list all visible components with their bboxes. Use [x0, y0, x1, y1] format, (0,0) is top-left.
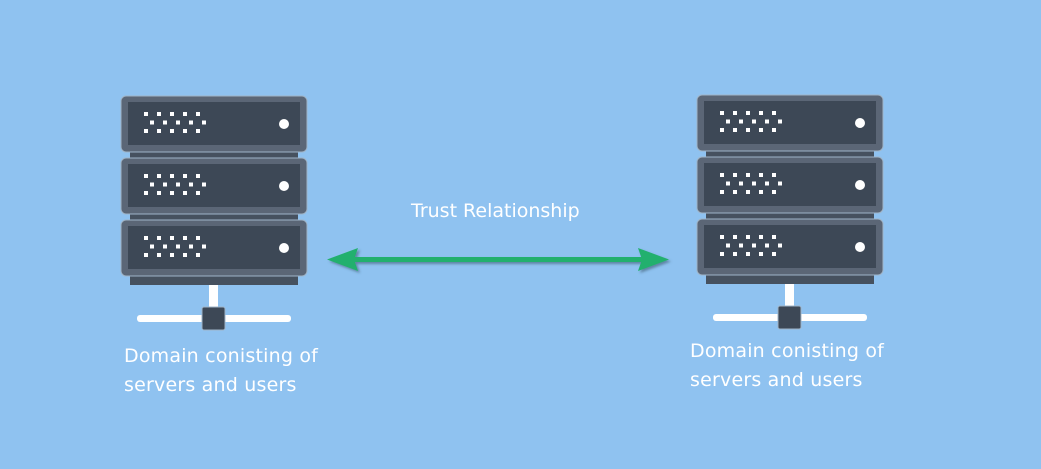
server-vent-dots	[720, 173, 782, 194]
server-vent-dots	[720, 111, 782, 132]
trust-relationship-label: Trust Relationship	[411, 200, 580, 222]
server-vent-dots	[144, 236, 206, 257]
server-stack-right-icon	[696, 94, 884, 330]
server-vent-dots	[720, 235, 782, 256]
right-caption-line1: Domain conisting of	[690, 340, 885, 362]
server-led-icon	[279, 243, 289, 253]
server-led-icon	[279, 181, 289, 191]
server-led-icon	[855, 180, 865, 190]
left-caption-line1: Domain conisting of	[124, 345, 319, 367]
network-switch-icon	[201, 306, 226, 331]
right-caption-line2: servers and users	[690, 369, 863, 391]
server-vent-dots	[144, 174, 206, 195]
network-cable	[209, 285, 218, 309]
network-cable	[785, 284, 794, 308]
server-led-icon	[279, 119, 289, 129]
bidirectional-arrow-icon	[327, 248, 669, 271]
left-domain-caption: Domain conisting of servers and users	[124, 342, 318, 400]
server-stack-left-icon	[120, 95, 308, 331]
server-vent-dots	[144, 112, 206, 133]
network-switch-icon	[777, 305, 802, 330]
right-domain-caption: Domain conisting of servers and users	[690, 337, 884, 395]
left-caption-line2: servers and users	[124, 374, 297, 396]
server-led-icon	[855, 242, 865, 252]
server-led-icon	[855, 118, 865, 128]
